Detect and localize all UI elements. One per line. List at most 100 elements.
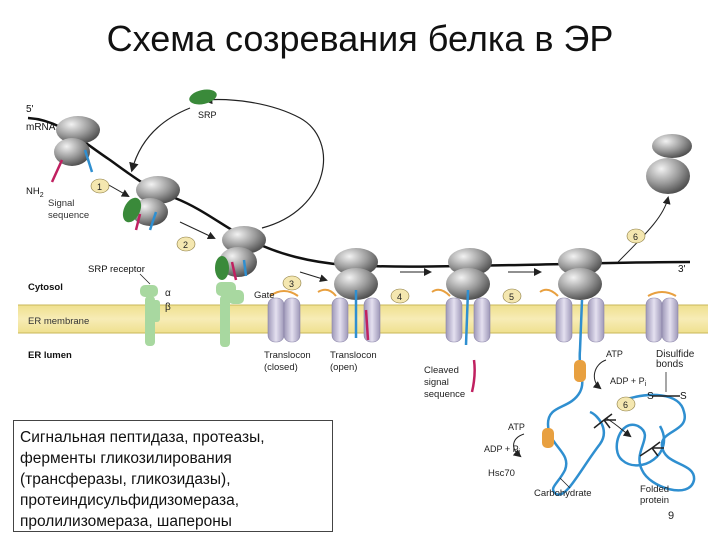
ribosome-4 [334,248,378,300]
info-line: (трансферазы, гликозидазы), [20,471,231,488]
signal-peptide-2 [134,213,142,231]
disulfide-label-2: bonds [656,359,683,370]
gate-label: Gate [254,290,275,301]
cleaved-signal [470,359,476,393]
carbohydrate-tree [593,413,616,429]
hsc70-chaperone-1 [574,360,586,382]
er-lumen-label: ER lumen [28,350,72,361]
step-badge-6-top: 6 [626,228,646,244]
beta-label: β [165,302,171,313]
gate-open-left [317,288,337,297]
nh2-label: NH2 [26,186,44,199]
srp-free [189,89,217,105]
info-line: ферменты гликозилирования [20,450,232,467]
step-badge-6-lumen: 6 [616,396,636,412]
release-arrow [617,196,671,263]
carbohydrate-label: Carbohydrate [534,488,592,499]
folded-label-1: Folded [640,484,669,495]
signal-label-1: Signal [48,198,74,209]
svg-text:6: 6 [633,232,638,242]
folded-carbohydrate [639,441,664,457]
svg-text:4: 4 [397,292,402,302]
atp-label-2: ATP [508,422,525,432]
translocon-closed [267,297,301,343]
cleaved-label-3: sequence [424,389,465,400]
cleaved-label-2: signal [424,377,449,388]
signal-peptide-3 [230,261,238,281]
page-number: 9 [668,510,675,522]
signal-peptide-4 [364,309,370,341]
svg-text:2: 2 [183,240,188,250]
nascent-peptide-3 [242,259,248,277]
atp-cycle-arrow-2 [512,433,525,458]
disulfide-label-1: Disulfide [656,349,695,360]
step-arrow-3 [299,271,328,283]
translocon-closed-label-1: Translocon [264,350,311,361]
adp-label-2: ADP + Pi [484,444,521,456]
step-arrow-2 [179,221,216,240]
folded-label-2: protein [640,495,669,506]
sulfur-left: S [647,391,654,402]
srp-recycle-arrow [202,94,324,229]
carbohydrate-pointer [559,477,571,489]
page-title: Схема созревания белка в ЭР [106,18,614,59]
sulfur-right: S [680,391,687,402]
translocon-open-label-2: (open) [330,362,357,373]
atp-label-1: ATP [606,349,623,359]
adp-label-1: ADP + Pi [610,376,647,388]
step-badge-2: 2 [176,236,196,252]
translocon-6 [555,297,605,343]
gate-open-6 [539,288,559,297]
folded-protein [615,393,696,492]
step-badge-3: 3 [282,275,302,291]
srp-label: SRP [198,110,217,120]
ribosome-released [646,134,692,194]
info-line: пролилизомераза, шапероны [20,513,232,530]
step-badge-5: 5 [502,288,522,304]
srp-receptor-2 [216,282,244,347]
er-membrane [18,304,708,334]
translocon-5 [445,297,491,343]
srp-receptor-pointer [139,273,151,285]
ribosome-5 [446,248,492,300]
nascent-peptide-2 [148,211,158,231]
gate-closed-empty [647,291,677,297]
srp-receptor-1 [140,285,160,346]
translocon-empty [645,297,679,343]
cytosol-label: Cytosol [28,282,63,293]
nascent-peptide-1 [83,149,94,173]
srp-bound-1 [122,197,142,223]
info-line: Сигнальная пептидаза, протеазы, [20,429,265,446]
er-membrane-label: ER membrane [28,316,89,327]
srp-receptor-label: SRP receptor [88,264,145,275]
srp-bound-2 [215,256,229,280]
cleaved-label-1: Cleaved [424,365,459,376]
signal-label-2: sequence [48,210,89,221]
hsc70-chaperone-2 [542,428,554,448]
ribosome-1 [54,116,100,166]
step-badge-1: 1 [90,178,110,194]
lumenal-polypeptide [546,299,606,496]
ribosome-6 [558,248,602,300]
svg-text:3: 3 [289,279,294,289]
mrna-strand [27,116,691,268]
gate-open-5 [431,288,451,297]
mrna-label: mRNA [26,122,56,133]
svg-text:1: 1 [97,182,102,192]
srp-return-arrow [129,107,191,173]
alpha-label: α [165,288,171,299]
ribosome-2 [132,176,180,226]
five-prime-label: 5' [26,104,34,115]
translocon-closed-label-2: (closed) [264,362,298,373]
step-badge-4: 4 [390,288,410,304]
folding-arrow [605,417,632,438]
nascent-peptide-5 [464,289,470,346]
hsc70-label: Hsc70 [488,468,515,479]
three-prime-label: 3' [678,264,686,275]
svg-text:5: 5 [509,292,514,302]
translocon-open-label-1: Translocon [330,350,377,361]
info-line: протеиндисульфидизомераза, [20,492,240,509]
atp-cycle-arrow-1 [592,359,607,390]
enzymes-info-box: Сигнальная пептидаза, протеазы, ферменты… [13,420,333,532]
